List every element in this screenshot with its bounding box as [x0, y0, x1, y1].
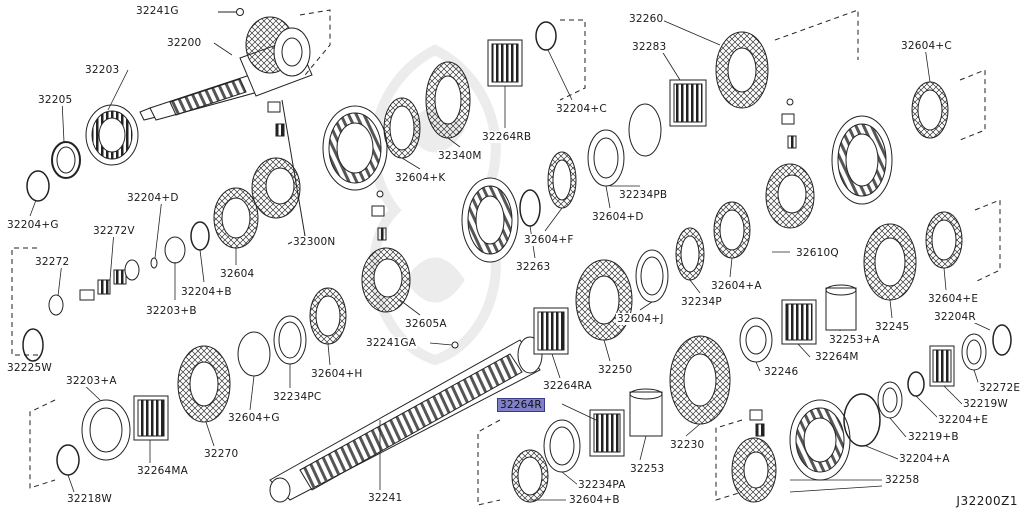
- hub-32610q: [765, 113, 893, 229]
- part-label-32225w[interactable]: 32225W: [6, 362, 53, 374]
- part-label-32604-plus-f[interactable]: 32604+F: [523, 234, 575, 246]
- part-label-32604[interactable]: 32604: [219, 268, 256, 280]
- part-label-32283[interactable]: 32283: [631, 41, 668, 53]
- part-label-32203-plus-b[interactable]: 32203+B: [145, 305, 198, 317]
- bearing-32203: [85, 104, 139, 166]
- part-label-32604-plus-b[interactable]: 32604+B: [568, 494, 621, 506]
- part-label-32604-plus-a[interactable]: 32604+A: [710, 280, 763, 292]
- part-label-32203-plus-a[interactable]: 32203+A: [65, 375, 118, 387]
- part-label-32258[interactable]: 32258: [884, 474, 921, 486]
- part-label-32204-plus-c[interactable]: 32204+C: [555, 103, 608, 115]
- part-label-32610q[interactable]: 32610Q: [795, 247, 840, 259]
- part-label-32218w[interactable]: 32218W: [66, 493, 113, 505]
- hub-32300n: [251, 101, 388, 219]
- spring-32272v: [79, 259, 140, 301]
- part-label-32204-plus-g[interactable]: 32204+G: [6, 219, 60, 231]
- part-label-32234pa[interactable]: 32234PA: [577, 479, 627, 491]
- part-label-32264m[interactable]: 32264M: [814, 351, 860, 363]
- part-label-32204-plus-b[interactable]: 32204+B: [180, 286, 233, 298]
- part-label-32203[interactable]: 32203: [84, 64, 121, 76]
- part-label-32200[interactable]: 32200: [166, 37, 203, 49]
- hub-32605a: [361, 177, 519, 313]
- part-label-32604-plus-k[interactable]: 32604+K: [394, 172, 447, 184]
- part-label-32253-plus-a[interactable]: 32253+A: [828, 334, 881, 346]
- part-label-32604-plus-h[interactable]: 32604+H: [310, 368, 364, 380]
- part-label-32234p[interactable]: 32234P: [680, 296, 723, 308]
- part-label-32205[interactable]: 32205: [37, 94, 74, 106]
- input-shaft: [139, 8, 313, 121]
- hub-32258: [731, 399, 851, 503]
- part-label-32204-plus-a[interactable]: 32204+A: [898, 453, 951, 465]
- drawing-id: J32200Z1: [956, 494, 1018, 508]
- part-label-32204-plus-d[interactable]: 32204+D: [126, 192, 180, 204]
- part-label-32270[interactable]: 32270: [203, 448, 240, 460]
- part-label-32604-plus-e[interactable]: 32604+E: [927, 293, 980, 305]
- part-label-32604-plus-j[interactable]: 32604+J: [616, 313, 665, 325]
- mainshaft-32241: [269, 336, 543, 503]
- part-label-32219w[interactable]: 32219W: [962, 398, 1009, 410]
- part-label-32263[interactable]: 32263: [515, 261, 552, 273]
- part-label-32300n[interactable]: 32300N: [292, 236, 337, 248]
- part-label-32219-plus-b[interactable]: 32219+B: [907, 431, 960, 443]
- part-label-32246[interactable]: 32246: [763, 366, 800, 378]
- part-label-32204r[interactable]: 32204R: [933, 311, 977, 323]
- part-label-32264r[interactable]: 32264R: [497, 398, 545, 412]
- part-label-32241ga[interactable]: 32241GA: [365, 337, 418, 349]
- part-label-32234pb[interactable]: 32234PB: [618, 189, 669, 201]
- part-label-32604-plus-c[interactable]: 32604+C: [900, 40, 953, 52]
- part-label-32260[interactable]: 32260: [628, 13, 665, 25]
- part-label-32245[interactable]: 32245: [874, 321, 911, 333]
- part-label-32264ra[interactable]: 32264RA: [542, 380, 593, 392]
- part-label-32264rb[interactable]: 32264RB: [481, 131, 533, 143]
- part-label-32241g[interactable]: 32241G: [135, 5, 180, 17]
- part-label-32272v[interactable]: 32272V: [92, 225, 136, 237]
- part-label-32234pc[interactable]: 32234PC: [272, 391, 323, 403]
- part-label-32605a[interactable]: 32605A: [404, 318, 448, 330]
- bearing-32264rb: [487, 39, 523, 87]
- part-label-32253[interactable]: 32253: [629, 463, 666, 475]
- part-label-32272[interactable]: 32272: [34, 256, 71, 268]
- part-label-32230[interactable]: 32230: [669, 439, 706, 451]
- part-label-32340m[interactable]: 32340M: [437, 150, 483, 162]
- part-label-32604-plus-d[interactable]: 32604+D: [591, 211, 645, 223]
- part-label-32241[interactable]: 32241: [367, 492, 404, 504]
- part-label-32272e[interactable]: 32272E: [978, 382, 1022, 394]
- part-label-32264ma[interactable]: 32264MA: [136, 465, 190, 477]
- part-label-32204-plus-e[interactable]: 32204+E: [937, 414, 990, 426]
- part-label-32604-plus-g[interactable]: 32604+G: [227, 412, 281, 424]
- part-label-32250[interactable]: 32250: [597, 364, 634, 376]
